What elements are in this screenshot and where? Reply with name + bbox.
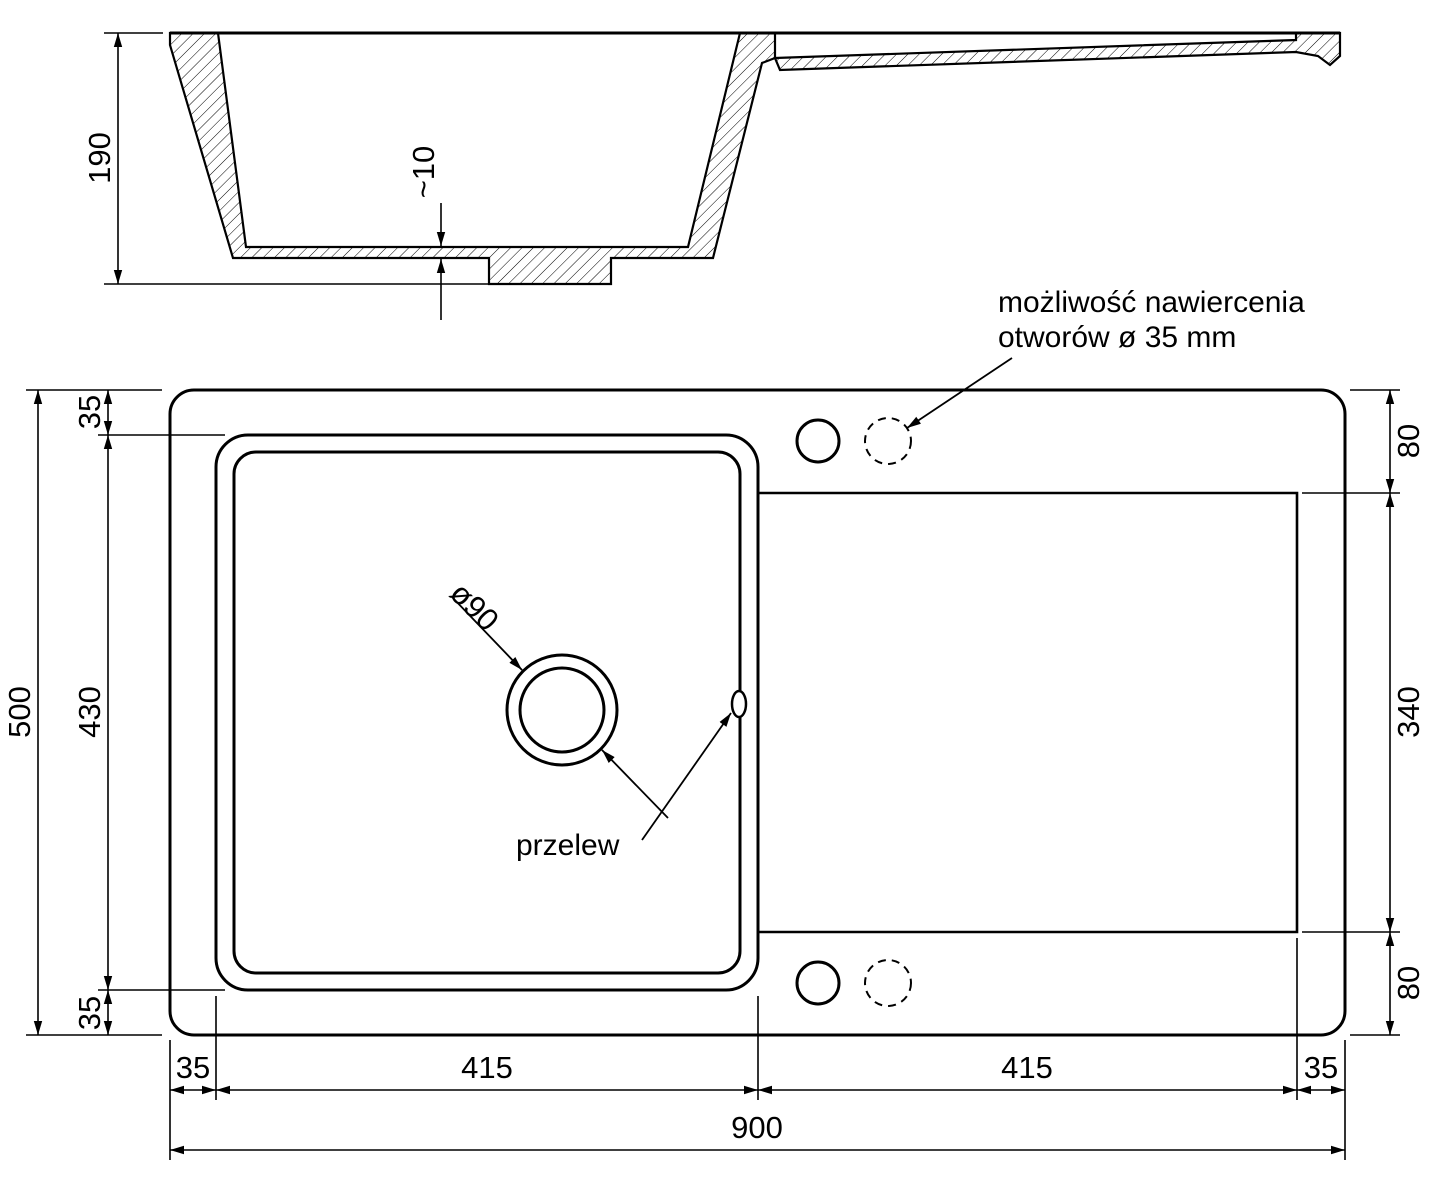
section-bowl-walls bbox=[168, 31, 777, 286]
dim-label-bottom-thickness: ~10 bbox=[406, 146, 441, 199]
cross-section-view: 190 ~10 bbox=[82, 31, 1342, 320]
dim-label-drainer-width: 415 bbox=[1001, 1050, 1053, 1085]
dim-label-bowl-width: 415 bbox=[461, 1050, 513, 1085]
dimensions-left: 500 35 430 35 bbox=[2, 389, 225, 1036]
dim-label-overall-width: 900 bbox=[731, 1110, 783, 1145]
drill-note-line1: możliwość nawiercenia bbox=[998, 286, 1305, 319]
optional-tap-hole-bottom bbox=[864, 959, 912, 1007]
drainboard-outline bbox=[758, 491, 1299, 934]
bowl-rim-outer bbox=[214, 433, 760, 992]
leader-line bbox=[906, 357, 1013, 429]
dim-label-tap-ledge-top: 80 bbox=[1391, 424, 1426, 458]
drill-note: możliwość nawiercenia otworów ø 35 mm bbox=[906, 286, 1305, 429]
dim-label-tap-ledge-bottom: 80 bbox=[1391, 966, 1426, 1000]
dim-label-margin-top: 35 bbox=[72, 395, 107, 429]
plan-view: ø90 przelew możliwość nawiercenia otworó… bbox=[168, 286, 1347, 1037]
drain-diameter-callout: ø90 bbox=[443, 575, 669, 819]
overflow-callout: przelew bbox=[516, 689, 748, 862]
dim-label-margin-bottom: 35 bbox=[72, 996, 107, 1030]
dim-label-overall-height: 500 bbox=[2, 686, 37, 738]
overflow-label: przelew bbox=[516, 829, 620, 862]
optional-tap-hole-top bbox=[864, 417, 912, 465]
drain-diameter-label: ø90 bbox=[443, 575, 506, 638]
dimensions-bottom: 35 415 415 35 900 bbox=[169, 938, 1346, 1160]
overflow-slot bbox=[730, 689, 748, 719]
dim-label-margin-left: 35 bbox=[176, 1050, 210, 1085]
tap-hole-top bbox=[795, 418, 841, 464]
tap-hole-bottom bbox=[795, 960, 841, 1006]
leader-line bbox=[451, 596, 523, 671]
leader-line bbox=[641, 712, 732, 841]
dim-depth: 190 bbox=[82, 32, 497, 285]
dimensions-right: 80 340 80 bbox=[1302, 389, 1426, 1036]
drain-inner-circle bbox=[518, 666, 606, 754]
dim-label-drainer-height: 340 bbox=[1391, 686, 1426, 738]
dim-label-margin-right: 35 bbox=[1304, 1050, 1338, 1085]
drain-outer-circle bbox=[505, 653, 619, 767]
drill-note-line2: otworów ø 35 mm bbox=[998, 321, 1236, 354]
section-drainboard-slab bbox=[773, 31, 1342, 72]
dim-label-depth: 190 bbox=[82, 132, 117, 184]
bowl-rim-inner bbox=[232, 450, 742, 975]
dim-label-bowl-height: 430 bbox=[72, 686, 107, 738]
dim-bottom-thickness: ~10 bbox=[406, 146, 446, 320]
leader-line bbox=[601, 749, 669, 819]
